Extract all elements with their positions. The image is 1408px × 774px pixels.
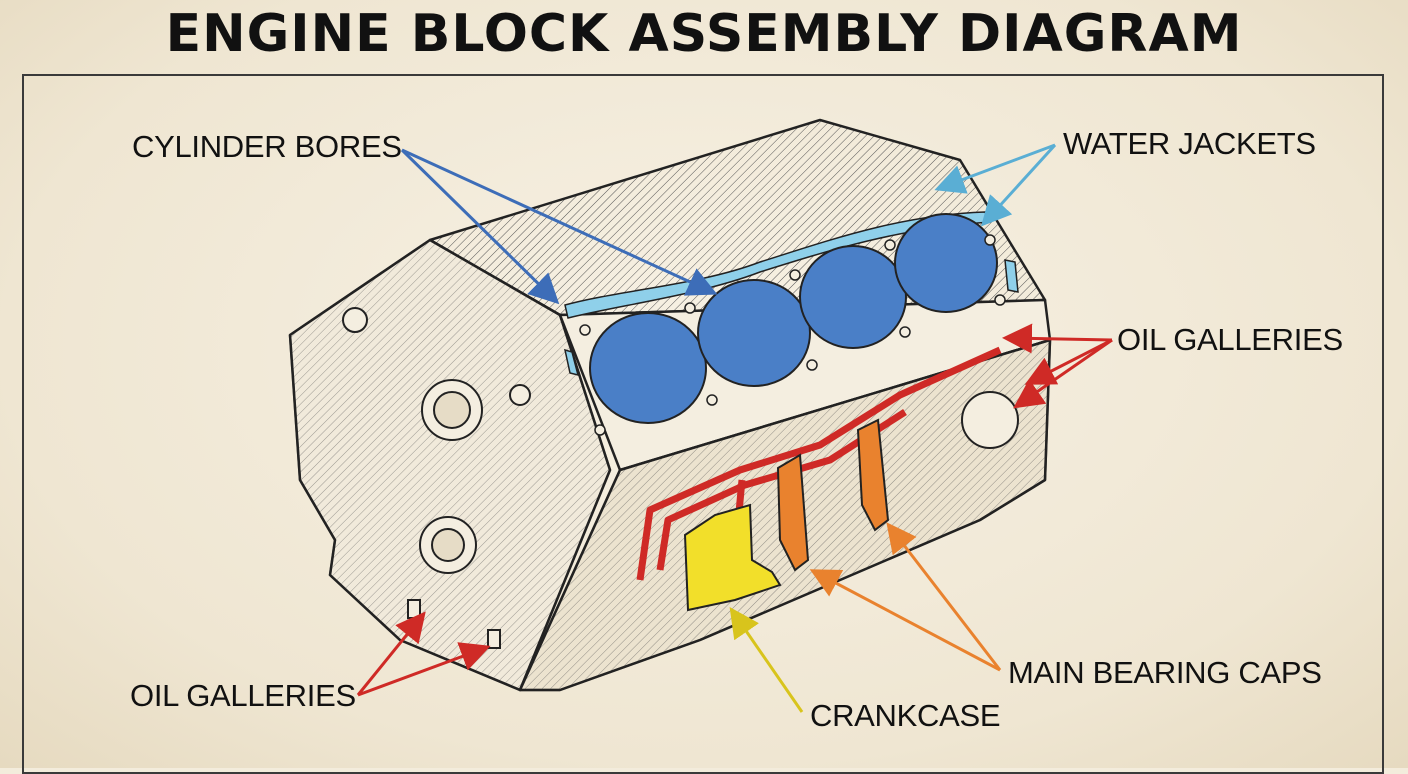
crankcase-region <box>683 503 782 612</box>
arrow-cylinder-bores <box>400 148 718 305</box>
left-face-details <box>342 307 1019 574</box>
arrow-main-bearing-caps <box>809 522 1002 672</box>
label-crankcase: CRANKCASE <box>810 698 1001 733</box>
page-title: ENGINE BLOCK ASSEMBLY DIAGRAM <box>165 4 1243 64</box>
arrow-water-jackets <box>934 143 1057 227</box>
main-bearing-caps <box>776 418 890 572</box>
cylinder-bore-3 <box>799 245 907 349</box>
arrow-crankcase <box>729 607 804 713</box>
deck-bolt-holes <box>579 234 1006 436</box>
cylinder-bore-1 <box>589 312 707 424</box>
label-water-jackets: WATER JACKETS <box>1063 126 1316 161</box>
main-bearing-cap-2 <box>856 418 890 532</box>
label-oil-galleries-left: OIL GALLERIES <box>130 678 356 713</box>
cylinder-bores <box>589 213 998 424</box>
label-oil-galleries-right: OIL GALLERIES <box>1117 322 1343 357</box>
arrow-oil-galleries-right <box>1002 323 1113 409</box>
label-cylinder-bores: CYLINDER BORES <box>132 129 402 164</box>
label-main-bearing-caps: MAIN BEARING CAPS <box>1008 655 1322 690</box>
main-bearing-cap-1 <box>776 453 810 572</box>
cylinder-bore-4 <box>894 213 998 313</box>
arrow-oil-galleries-left <box>356 611 491 697</box>
cylinder-bore-2 <box>697 279 811 387</box>
